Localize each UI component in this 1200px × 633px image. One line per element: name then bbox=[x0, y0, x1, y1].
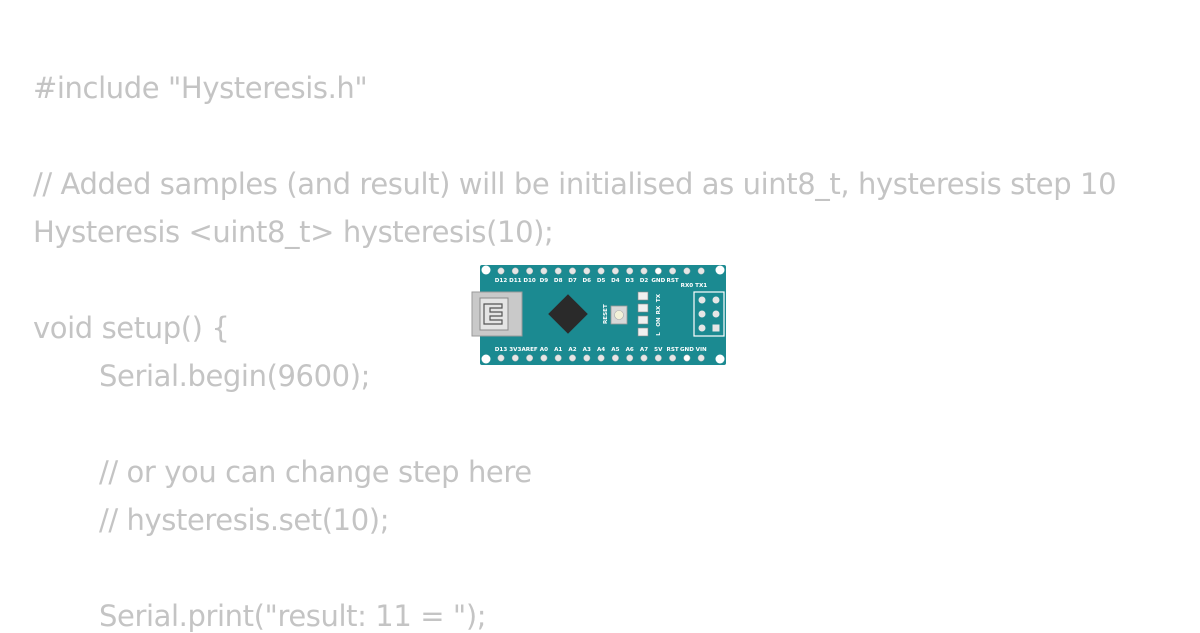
bottom-pin-label: A7 bbox=[640, 347, 648, 353]
led-rx bbox=[637, 303, 649, 313]
bottom-pin[interactable] bbox=[683, 354, 691, 362]
bottom-pin[interactable] bbox=[611, 354, 619, 362]
top-pin[interactable] bbox=[654, 267, 662, 275]
led-label: ON bbox=[656, 317, 662, 327]
top-pin[interactable] bbox=[611, 267, 619, 275]
led-on bbox=[637, 315, 649, 325]
mount-hole-br bbox=[715, 354, 725, 364]
top-pin[interactable] bbox=[497, 267, 505, 275]
bottom-header-pins bbox=[497, 354, 705, 362]
top-pin-label: D9 bbox=[540, 278, 549, 284]
bottom-pin-label: A3 bbox=[583, 347, 591, 353]
top-pin-label: D3 bbox=[625, 278, 634, 284]
mcu-chip bbox=[548, 294, 588, 334]
top-pin-label: D11 bbox=[509, 278, 522, 284]
bottom-pin[interactable] bbox=[626, 354, 634, 362]
bottom-pin[interactable] bbox=[526, 354, 534, 362]
bottom-pin-label: A5 bbox=[611, 347, 619, 353]
bottom-pin[interactable] bbox=[554, 354, 562, 362]
top-pin[interactable] bbox=[569, 267, 576, 275]
icsp-pins bbox=[698, 296, 720, 332]
mount-hole-tr bbox=[715, 265, 725, 275]
top-header-pins bbox=[497, 267, 705, 275]
bottom-pin-label: A6 bbox=[626, 347, 634, 353]
bottom-pin[interactable] bbox=[654, 354, 662, 362]
top-pin[interactable] bbox=[626, 267, 634, 275]
top-pin[interactable] bbox=[511, 267, 519, 275]
top-pin-label: D10 bbox=[523, 278, 536, 284]
top-pin-label: D2 bbox=[640, 278, 649, 284]
bottom-pin-label: 5V bbox=[654, 347, 663, 353]
code-line-comment-set: // hysteresis.set(10); bbox=[99, 503, 390, 537]
top-pin[interactable] bbox=[554, 267, 562, 275]
bottom-pin[interactable] bbox=[497, 354, 505, 362]
bottom-pin-label: RST bbox=[667, 347, 679, 353]
bottom-pin[interactable] bbox=[540, 354, 548, 362]
bottom-pin-label: A0 bbox=[540, 347, 548, 353]
top-pin-label: D7 bbox=[568, 278, 577, 284]
top-pin[interactable] bbox=[640, 267, 648, 275]
led-label: RX bbox=[656, 305, 662, 314]
mount-hole-tl bbox=[481, 265, 491, 275]
led-labels: TX RX ON L bbox=[656, 293, 662, 336]
icsp-header bbox=[693, 291, 725, 337]
code-line-include: #include "Hysteresis.h" bbox=[33, 71, 368, 105]
usb-port bbox=[479, 297, 509, 331]
led-label: TX bbox=[656, 293, 662, 302]
reset-button-cap[interactable] bbox=[614, 310, 624, 320]
top-pin[interactable] bbox=[697, 267, 705, 275]
code-line-comment-step: // or you can change step here bbox=[99, 455, 532, 489]
bottom-pin[interactable] bbox=[669, 354, 677, 362]
led-tx bbox=[637, 291, 649, 301]
top-pin[interactable] bbox=[583, 267, 591, 275]
bottom-pin[interactable] bbox=[597, 354, 605, 362]
code-line-serial-print: Serial.print("result: 11 = "); bbox=[99, 599, 487, 633]
top-pin-label: RX0 bbox=[681, 283, 694, 289]
top-pin[interactable] bbox=[540, 267, 548, 275]
top-pin-label: D6 bbox=[583, 278, 592, 284]
top-pin-label: TX1 bbox=[695, 283, 707, 289]
mount-hole-bl bbox=[481, 354, 491, 364]
bottom-pin-label: VIN bbox=[696, 347, 707, 353]
bottom-pin-label: A1 bbox=[554, 347, 562, 353]
code-line-setup: void setup() { bbox=[33, 311, 230, 345]
top-pin[interactable] bbox=[669, 267, 677, 275]
led-l bbox=[637, 327, 649, 337]
bottom-pin[interactable] bbox=[640, 354, 648, 362]
code-line-hysteresis-decl: Hysteresis <uint8_t> hysteresis(10); bbox=[33, 215, 554, 249]
bottom-pin-label: D13 bbox=[495, 347, 508, 353]
bottom-pin-label: A4 bbox=[597, 347, 605, 353]
bottom-pin-label: 3V3 bbox=[509, 347, 521, 353]
usb-icon bbox=[483, 303, 503, 325]
bottom-pin[interactable] bbox=[583, 354, 591, 362]
code-line-comment-samples: // Added samples (and result) will be in… bbox=[33, 167, 1117, 201]
code-line-serial-begin: Serial.begin(9600); bbox=[99, 359, 370, 393]
top-pin-label: D5 bbox=[597, 278, 606, 284]
bottom-pin-label: AREF bbox=[521, 347, 537, 353]
bottom-pin-label: A2 bbox=[568, 347, 576, 353]
top-pin[interactable] bbox=[597, 267, 605, 275]
pcb bbox=[480, 265, 726, 365]
top-pin-label: GND bbox=[651, 278, 665, 284]
bottom-pin[interactable] bbox=[697, 354, 705, 362]
top-pin-label: D12 bbox=[495, 278, 508, 284]
led-label: L bbox=[656, 332, 662, 336]
bottom-pin[interactable] bbox=[511, 354, 519, 362]
top-pin[interactable] bbox=[683, 267, 691, 275]
bottom-pin-label: GND bbox=[680, 347, 694, 353]
bottom-pin[interactable] bbox=[569, 354, 576, 362]
top-pin-label: D8 bbox=[554, 278, 563, 284]
reset-label: RESET bbox=[603, 304, 609, 324]
top-pin-label: RST bbox=[667, 278, 679, 284]
top-pin-label: D4 bbox=[611, 278, 620, 284]
top-pin[interactable] bbox=[526, 267, 534, 275]
